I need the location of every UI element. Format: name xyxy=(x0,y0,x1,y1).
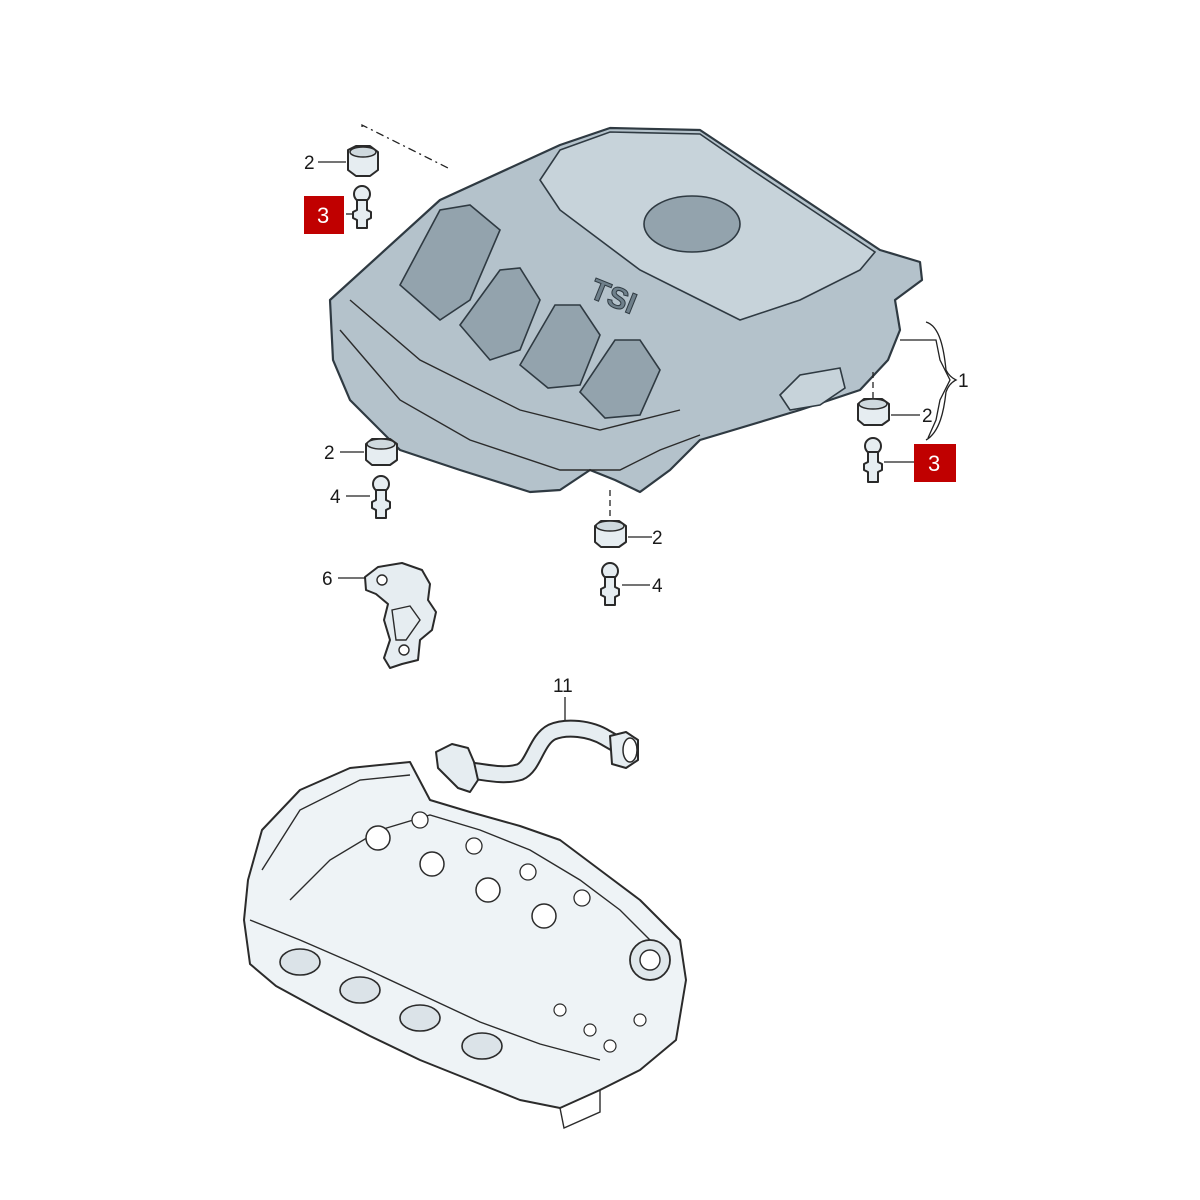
callout-3-right: 3 xyxy=(928,451,940,476)
ball-stud-mid-left xyxy=(371,475,391,519)
cylinder-head xyxy=(243,761,687,1129)
callout-2-right: 2 xyxy=(922,406,933,427)
ball-stud-bottom xyxy=(600,562,620,606)
callout-11: 11 xyxy=(553,676,573,697)
ball-stud-right xyxy=(863,437,883,483)
callout-1: 1 xyxy=(958,371,969,392)
ball-stud-top-left xyxy=(352,185,372,229)
engine-cover: TSI xyxy=(328,126,924,494)
callout-2-bottom: 2 xyxy=(652,528,663,549)
callout-6: 6 xyxy=(322,569,333,590)
callout-2-top-left: 2 xyxy=(304,153,315,174)
callout-2-mid-left: 2 xyxy=(324,443,335,464)
highlight-badge-3-top-left: 3 xyxy=(304,196,344,234)
highlight-badge-3-right: 3 xyxy=(914,444,956,482)
bracket-6 xyxy=(364,562,437,669)
cover-alignment-line xyxy=(361,123,449,169)
grommet-right xyxy=(857,398,890,426)
breather-hose-11 xyxy=(435,719,639,793)
callout-4-mid-left: 4 xyxy=(330,487,341,508)
grommet-mid-left xyxy=(365,438,398,466)
bracket-1 xyxy=(900,339,951,439)
grommet-top-left xyxy=(347,145,379,177)
callout-3-top-left: 3 xyxy=(317,203,329,228)
grommet-bottom xyxy=(594,520,627,548)
callout-4-bottom: 4 xyxy=(652,576,663,597)
